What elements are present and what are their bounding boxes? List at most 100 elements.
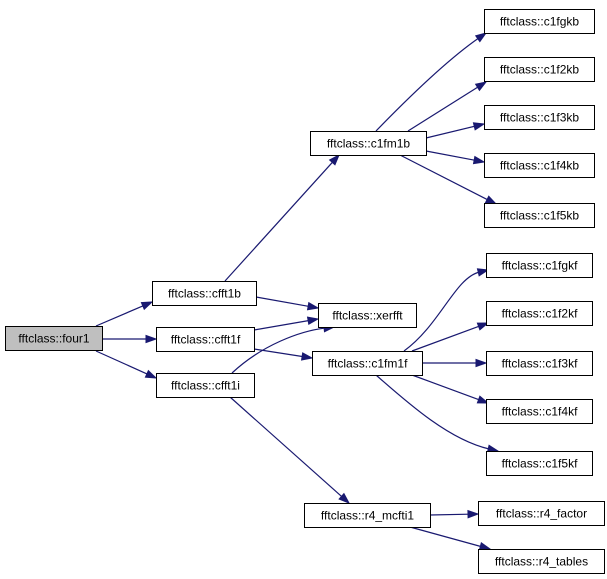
- arrowhead: [338, 492, 351, 504]
- node-r4-tables[interactable]: fftclass::r4_tables: [478, 549, 605, 574]
- arrowhead: [472, 155, 486, 165]
- node-label: fftclass::c1f3kb: [500, 111, 579, 125]
- node-box: [478, 549, 605, 574]
- node-c1f3kb[interactable]: fftclass::c1f3kb: [484, 105, 595, 130]
- node-four1[interactable]: fftclass::four1: [5, 326, 103, 351]
- node-label: fftclass::four1: [18, 332, 89, 346]
- edge-line: [425, 125, 476, 139]
- node-r4-factor[interactable]: fftclass::r4_factor: [478, 501, 605, 526]
- edge-cfft1f-to-xerfft: [253, 316, 320, 331]
- node-label: fftclass::r4_factor: [496, 507, 587, 521]
- edge-c1fm1f-to-c1f2kf: [411, 322, 490, 352]
- edge-line: [375, 374, 490, 450]
- edge-four1-to-cfft1f: [102, 334, 158, 344]
- node-c1fgkb[interactable]: fftclass::c1fgkb: [484, 9, 595, 34]
- node-label: fftclass::c1f5kf: [502, 457, 578, 471]
- arrowhead: [475, 358, 488, 368]
- edge-line: [375, 37, 479, 132]
- edge-line: [409, 526, 482, 548]
- arrowhead: [472, 122, 486, 131]
- node-c1f5kb[interactable]: fftclass::c1f5kb: [484, 203, 595, 228]
- node-c1fm1b[interactable]: fftclass::c1fm1b: [310, 131, 427, 156]
- edge-cfft1b-to-c1fm1b: [224, 153, 340, 282]
- node-label: fftclass::cfft1b: [168, 287, 241, 301]
- node-label: fftclass::c1f2kf: [502, 307, 578, 321]
- node-box: [484, 57, 595, 82]
- node-box: [312, 351, 423, 376]
- node-box: [486, 301, 593, 326]
- arrowhead: [478, 542, 492, 551]
- node-label: fftclass::cfft1f: [171, 333, 241, 347]
- node-label: fftclass::r4_tables: [495, 555, 588, 569]
- call-graph-edges: [95, 32, 500, 551]
- arrowhead: [300, 352, 314, 361]
- node-cfft1b[interactable]: fftclass::cfft1b: [152, 281, 257, 306]
- edge-line: [229, 396, 343, 498]
- node-xerfft[interactable]: fftclass::xerfft: [318, 303, 417, 328]
- edge-cfft1b-to-xerfft: [255, 296, 320, 311]
- edge-c1fm1b-to-c1f4kb: [425, 150, 486, 165]
- node-box: [484, 9, 595, 34]
- node-c1f5kf[interactable]: fftclass::c1f5kf: [486, 451, 593, 476]
- edge-line: [231, 327, 326, 374]
- node-c1f3kf[interactable]: fftclass::c1f3kf: [486, 351, 593, 376]
- node-r4-mcfti1[interactable]: fftclass::r4_mcfti1: [304, 503, 431, 528]
- node-label: fftclass::c1fm1b: [327, 137, 410, 151]
- edge-line: [255, 296, 310, 308]
- arrowhead: [306, 316, 320, 326]
- edge-line: [399, 154, 489, 201]
- node-box: [304, 503, 431, 528]
- edge-line: [429, 513, 470, 516]
- edge-c1fm1f-to-c1f4kf: [411, 374, 490, 404]
- edge-line: [411, 374, 480, 401]
- edge-line: [407, 86, 479, 132]
- node-cfft1f[interactable]: fftclass::cfft1f: [156, 327, 255, 352]
- node-box: [486, 351, 593, 376]
- node-box: [318, 303, 417, 328]
- node-c1f4kf[interactable]: fftclass::c1f4kf: [486, 399, 593, 424]
- node-label: fftclass::c1f3kf: [502, 357, 578, 371]
- arrowhead: [467, 509, 480, 519]
- node-label: fftclass::r4_mcfti1: [321, 509, 414, 523]
- node-label: fftclass::c1fgkf: [502, 259, 578, 273]
- edge-r4_mcfti1-to-r4_tables: [409, 526, 492, 551]
- edge-cfft1i-to-r4_mcfti1: [229, 396, 351, 504]
- node-label: fftclass::c1fgkb: [500, 15, 579, 29]
- edge-line: [425, 150, 476, 161]
- edge-four1-to-cfft1b: [95, 301, 154, 327]
- node-label: fftclass::xerfft: [332, 309, 403, 323]
- node-box: [484, 203, 595, 228]
- node-c1fgkf[interactable]: fftclass::c1fgkf: [486, 253, 593, 278]
- arrowhead: [328, 153, 340, 166]
- edge-line: [95, 350, 149, 375]
- edge-c1fm1f-to-c1f5kf: [375, 374, 500, 453]
- edge-line: [95, 304, 144, 327]
- node-cfft1i[interactable]: fftclass::cfft1i: [156, 373, 255, 398]
- node-label: fftclass::c1f5kb: [500, 209, 579, 223]
- node-c1f2kb[interactable]: fftclass::c1f2kb: [484, 57, 595, 82]
- node-label: fftclass::c1f4kb: [500, 159, 579, 173]
- node-box: [484, 105, 595, 130]
- node-label: fftclass::c1fm1f: [328, 357, 408, 371]
- edge-line: [253, 319, 310, 331]
- arrowhead: [474, 32, 488, 43]
- node-c1f2kf[interactable]: fftclass::c1f2kf: [486, 301, 593, 326]
- arrowhead: [140, 301, 154, 311]
- node-c1f4kb[interactable]: fftclass::c1f4kb: [484, 153, 595, 178]
- node-c1fm1f[interactable]: fftclass::c1fm1f: [312, 351, 423, 376]
- edge-four1-to-cfft1i: [95, 350, 158, 379]
- edge-c1fm1b-to-c1f3kb: [425, 122, 486, 139]
- node-box: [156, 327, 255, 352]
- node-box: [5, 326, 103, 351]
- call-graph-nodes: fftclass::four1fftclass::cfft1bfftclass:…: [5, 9, 605, 574]
- edge-c1fm1b-to-c1f2kb: [407, 81, 488, 132]
- arrowhead: [474, 81, 488, 92]
- edge-c1fm1f-to-c1f3kf: [422, 358, 488, 368]
- arrowhead: [306, 301, 320, 311]
- edge-line: [411, 325, 480, 352]
- node-box: [478, 501, 605, 526]
- arrowhead: [145, 334, 158, 344]
- node-box: [310, 131, 427, 156]
- edge-line: [253, 348, 304, 358]
